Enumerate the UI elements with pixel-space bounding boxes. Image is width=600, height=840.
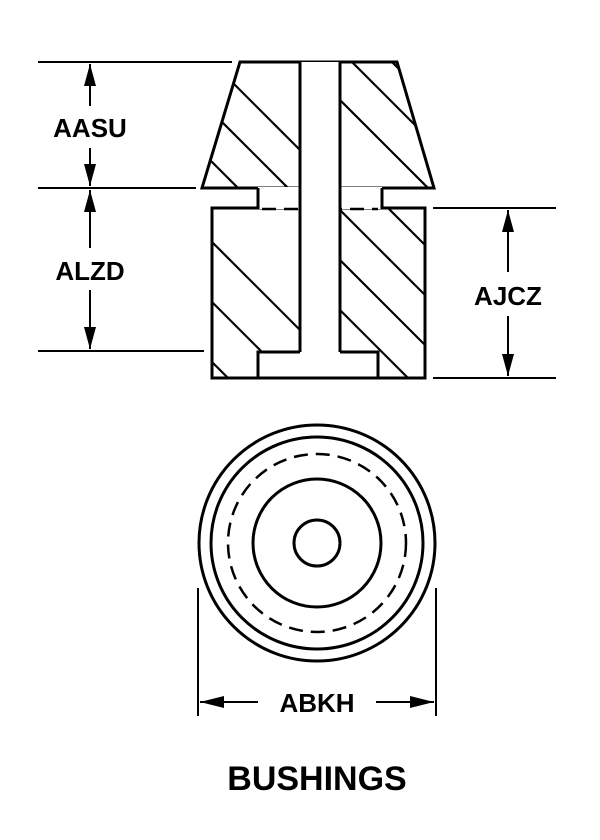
drawing-title: BUSHINGS <box>227 760 406 798</box>
arrow-down-icon <box>502 354 514 376</box>
dimension-body-height: AJCZ <box>474 210 542 376</box>
dimension-label-outer-diameter: ABKH <box>279 688 354 718</box>
dimension-top-height: AASU <box>53 64 127 186</box>
extension-lines <box>38 61 556 716</box>
dimension-label-lower-height: ALZD <box>55 256 124 286</box>
hidden-neck-circle <box>226 452 408 634</box>
outer-circle <box>197 423 437 663</box>
dimension-lower-height: ALZD <box>55 190 125 349</box>
arrow-up-icon <box>84 190 96 212</box>
central-bore <box>298 62 342 354</box>
dimension-outer-diameter: ABKH <box>200 688 434 718</box>
arrow-up-icon <box>84 64 96 86</box>
end-view <box>197 423 437 663</box>
dimension-label-body-height: AJCZ <box>474 281 542 311</box>
arrow-left-icon <box>200 696 224 708</box>
arrow-right-icon <box>410 696 434 708</box>
arrow-down-icon <box>84 164 96 186</box>
counterbore-circle <box>251 477 383 609</box>
side-section-view <box>199 60 437 380</box>
arrow-up-icon <box>502 210 514 232</box>
bore-circle <box>292 518 342 568</box>
counterbore <box>256 350 380 380</box>
chamfer-circle <box>209 435 425 651</box>
arrow-down-icon <box>84 327 96 349</box>
dimension-label-top-height: AASU <box>53 113 127 143</box>
